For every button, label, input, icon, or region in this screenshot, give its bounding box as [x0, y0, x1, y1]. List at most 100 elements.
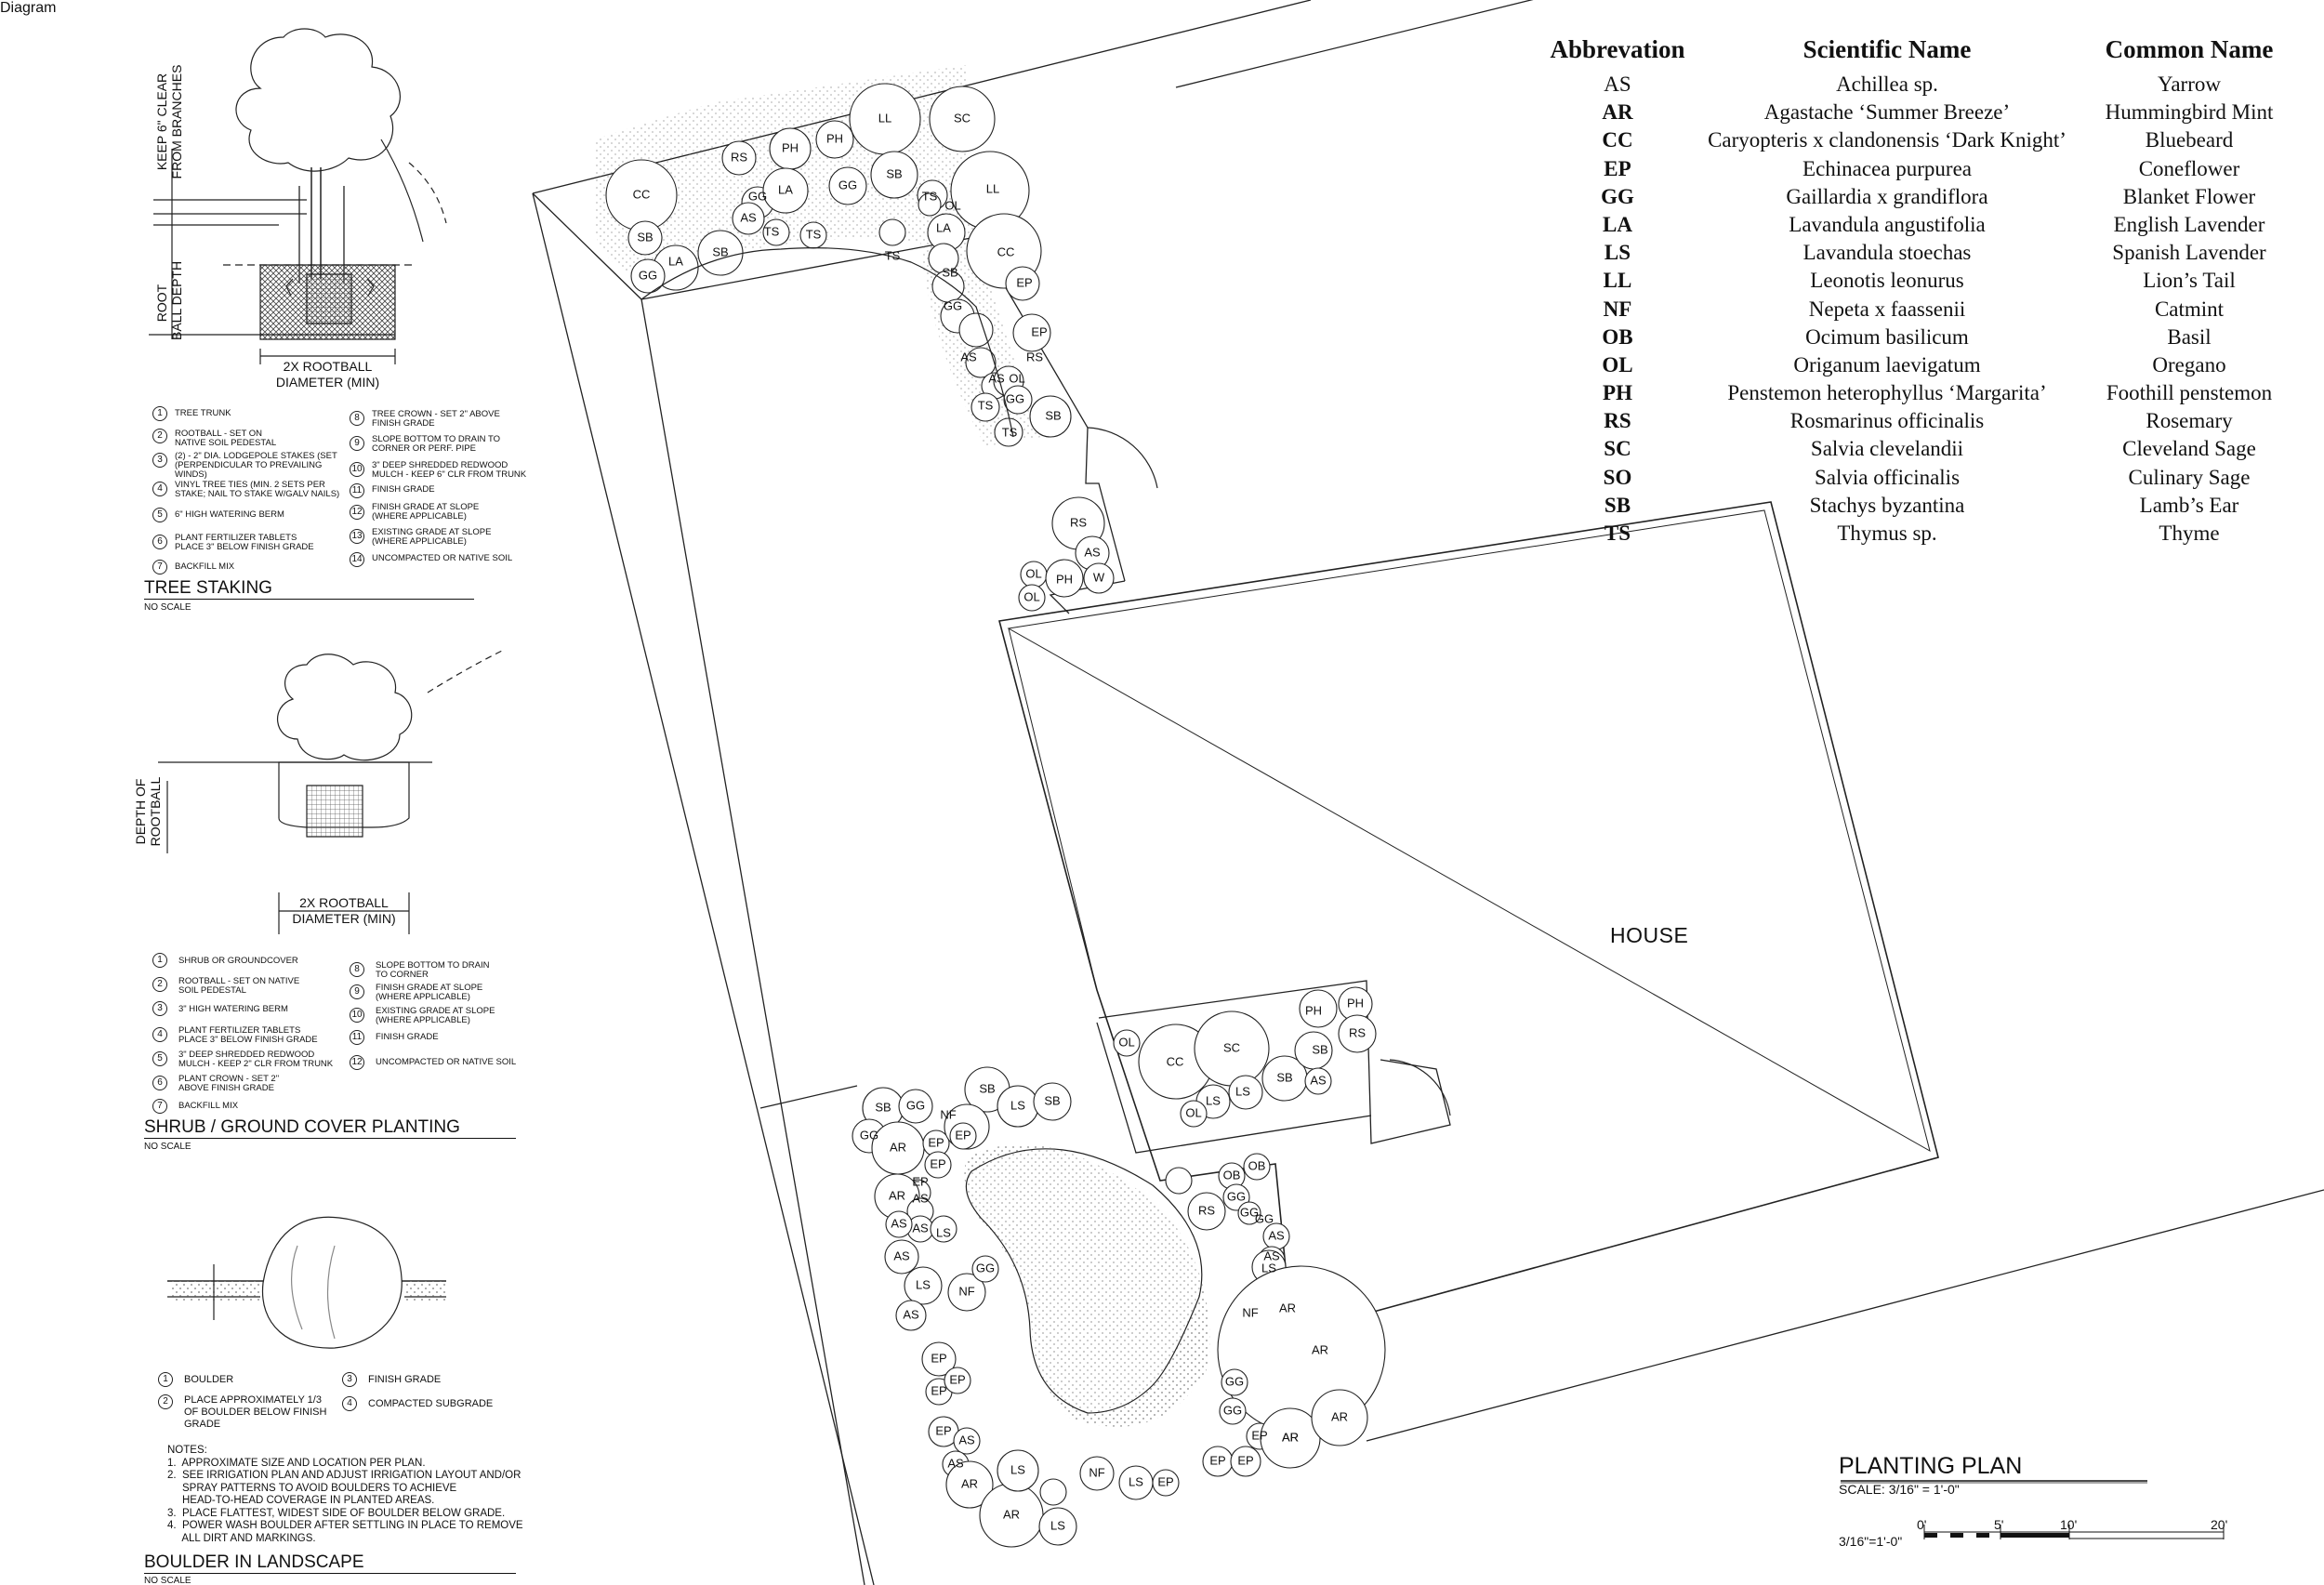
plant-label: CC [997, 244, 1015, 258]
plant-label: EP [955, 1128, 971, 1142]
plant-label: PH [1056, 572, 1073, 586]
scale-tick-0: 0' [1917, 1517, 1927, 1532]
plant-label: GG [748, 189, 767, 203]
common-cell: Thyme [2159, 522, 2220, 545]
plant-label: EP [1157, 1474, 1173, 1488]
legend-number: 5 [152, 508, 167, 522]
legend-text: BOULDER [184, 1374, 234, 1385]
legend-number: 1 [152, 406, 167, 421]
legend-text: BACKFILL MIX [178, 1101, 239, 1111]
house-outline [997, 501, 1939, 1336]
scientific-cell: Nepeta x faassenii [1808, 297, 1966, 321]
tree-dim-width: 2X ROOTBALL DIAMETER (MIN) [275, 359, 380, 390]
tree-detail-title: TREE STAKING [144, 578, 272, 598]
plant-label: AS [1263, 1248, 1280, 1262]
scientific-cell: Salvia officinalis [1814, 465, 1961, 489]
shrub-detail-drawing [158, 650, 503, 934]
scientific-cell: Origanum laevigatum [1793, 352, 1981, 376]
plant-label: TS [1002, 425, 1018, 439]
tree-dim-root: ROOT BALL DEPTH [154, 260, 184, 340]
plant-label: AS [912, 1221, 929, 1235]
plant-label: EP [912, 1174, 928, 1188]
common-cell: Lion’s Tail [2143, 269, 2236, 293]
legend-number: 7 [152, 560, 167, 575]
legend-number: 7 [152, 1099, 167, 1114]
abbr-cell: SO [1603, 465, 1632, 489]
plant-label: TS [922, 189, 938, 203]
plant-label: GG [860, 1128, 878, 1142]
tree-detail-drawing [149, 28, 447, 364]
plant-label: OL [1009, 371, 1024, 385]
plant-label: W [1093, 570, 1105, 584]
plant-label: EP [1237, 1453, 1253, 1467]
plant-label: EP [930, 1156, 945, 1170]
header-common: Common Name [2105, 35, 2274, 63]
plant-label: AS [947, 1456, 964, 1470]
common-cell: Catmint [2154, 297, 2225, 321]
scale-bar [1841, 1480, 2225, 1539]
abbr-cell: GG [1601, 184, 1634, 208]
plant-label: LS [1235, 1084, 1250, 1098]
common-cell: Coneflower [2138, 156, 2240, 180]
legend-text: PLANT FERTILIZER TABLETS PLACE 3" BELOW … [175, 533, 314, 552]
plant-label: GG [1255, 1211, 1274, 1225]
plant-label: NF [958, 1284, 974, 1298]
boulder-detail-title: BOULDER IN LANDSCAPE [144, 1552, 364, 1572]
plant-label: NF [940, 1107, 956, 1121]
plant-label: EP [1031, 324, 1047, 338]
scientific-cell: Gaillardia x grandiflora [1786, 184, 1988, 208]
plants-top-bed [605, 83, 1072, 447]
plant-label: RS [731, 150, 747, 164]
legend-text: 3" DEEP SHREDDED REDWOOD MULCH - KEEP 6"… [372, 460, 527, 480]
legend-number: 10 [350, 1008, 364, 1023]
legend-number: 11 [350, 1030, 364, 1045]
scale-bar-ratio: 3/16"=1'-0" [1839, 1534, 1903, 1549]
plant-label: GG [1227, 1189, 1246, 1203]
plant-label: TS [806, 227, 822, 241]
legend-text: SLOPE BOTTOM TO DRAIN TO CORNER [376, 960, 490, 980]
legend-number: 8 [350, 411, 364, 426]
plant-label: AS [891, 1216, 907, 1230]
plant-label: SB [1045, 408, 1061, 422]
legend-number: 9 [350, 436, 364, 451]
lot-walls [532, 192, 977, 1585]
plant-label: SB [1312, 1042, 1327, 1056]
plant-label: OB [1248, 1158, 1266, 1172]
plant-label: GG [1223, 1403, 1242, 1417]
abbr-cell: SC [1604, 437, 1631, 461]
legend-text: SLOPE BOTTOM TO DRAIN TO CORNER OR PERF.… [372, 434, 500, 454]
plant-label: AS [893, 1248, 910, 1262]
legend-number: 8 [350, 962, 364, 977]
legend-text: TREE TRUNK [175, 408, 231, 418]
legend-number: 4 [152, 1027, 167, 1042]
plant-label: EP [928, 1135, 944, 1149]
plant-label: AR [1003, 1507, 1020, 1521]
common-cell: Bluebeard [2145, 128, 2234, 152]
abbr-cell: AS [1604, 73, 1631, 96]
legend-number: 2 [152, 977, 167, 992]
scientific-cell: Penstemon heterophyllus ‘Margarita’ [1727, 381, 2047, 405]
plant-label: LA [778, 182, 793, 196]
plant-label: AR [1282, 1430, 1299, 1444]
plant-label: CC [633, 187, 651, 201]
plant-label: SC [954, 111, 971, 125]
plant-label: LS [1010, 1462, 1025, 1476]
abbr-cell: AR [1602, 100, 1633, 125]
boulder-detail-subtitle: NO SCALE [144, 1576, 191, 1585]
legend-table-header: Abbrevation Scientific Name Common Name [1543, 35, 2305, 64]
legend-text: 3" HIGH WATERING BERM [178, 1004, 288, 1014]
common-cell: Yarrow [2158, 73, 2221, 96]
common-cell: Oregano [2152, 352, 2226, 376]
legend-number: 14 [350, 552, 364, 567]
shrub-detail-subtitle: NO SCALE [144, 1142, 191, 1152]
shrub-detail-title: SHRUB / GROUND COVER PLANTING [144, 1117, 460, 1137]
scale-tick-10: 10' [2060, 1517, 2078, 1532]
